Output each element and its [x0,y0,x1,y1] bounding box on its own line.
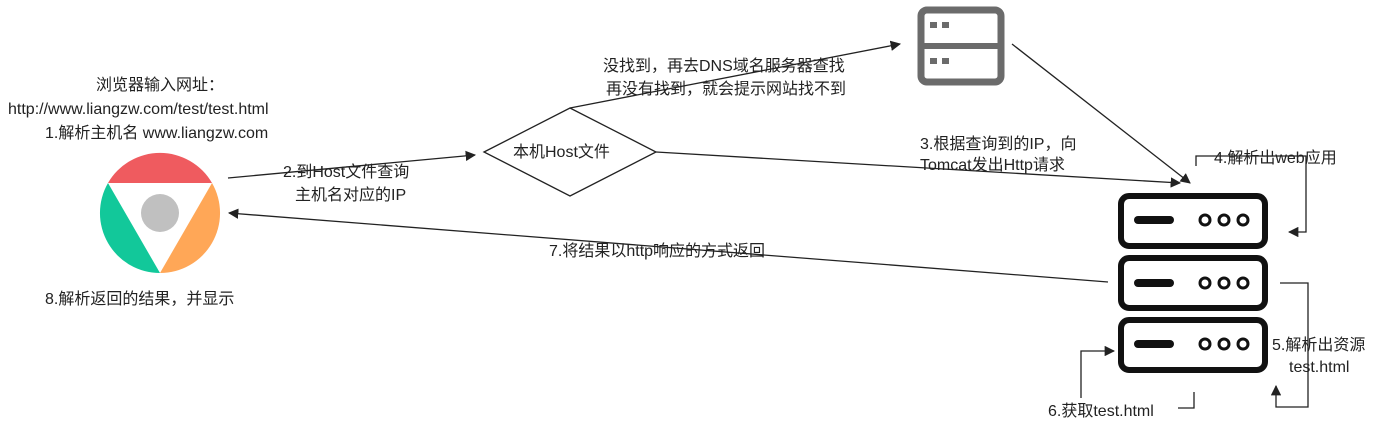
step3-line2: Tomcat发出Http请求 [920,157,1065,174]
browser-note-url: http://www.liangzw.com/test/test.html [8,101,269,118]
line-get-resource-tail [1178,392,1195,409]
step5-line2: test.html [1289,359,1350,376]
step8-label: 8.解析返回的结果，并显示 [45,291,235,308]
browser-note-step1: 1.解析主机名 www.liangzw.com [45,125,269,142]
host-file-label: 本机Host文件 [513,144,610,161]
arrow-host-to-dns [569,40,902,109]
chrome-red-segment [108,152,212,183]
browser-note-line1: 浏览器输入网址： [96,77,225,94]
arrow-http-response [227,208,1109,283]
arrow-parse-resource [1270,282,1309,408]
arrow-host-to-tomcat [655,151,1182,188]
step7-label: 7.将结果以http响应的方式返回 [549,243,766,260]
step6-label: 6.获取test.html [1048,403,1154,420]
dns-lookup-line2: 再没有找到，就会提示网站找不到 [606,81,847,98]
dns-server-icon [917,6,1005,86]
chrome-green-segment [99,183,160,273]
step3-line1: 3.根据查询到的IP，向 [920,136,1077,153]
chrome-center [141,194,179,232]
arrow-parse-web-app [1195,155,1307,238]
step5-line1: 5.解析出资源 [1272,337,1366,354]
dns-lookup-line1: 没找到，再去DNS域名服务器查找 [603,58,845,75]
step2-line2: 主机名对应的IP [295,187,407,204]
arrow-browser-to-host [227,150,477,179]
tomcat-server-icon [1118,193,1268,373]
chrome-orange-segment [160,183,221,273]
step4-label: 4.解析出web应用 [1214,150,1337,167]
chrome-browser-icon [99,152,221,273]
step2-line1: 2.到Host文件查询 [283,164,410,181]
arrow-dns-to-tomcat [1011,43,1191,184]
arrow-get-resource [1080,345,1116,398]
